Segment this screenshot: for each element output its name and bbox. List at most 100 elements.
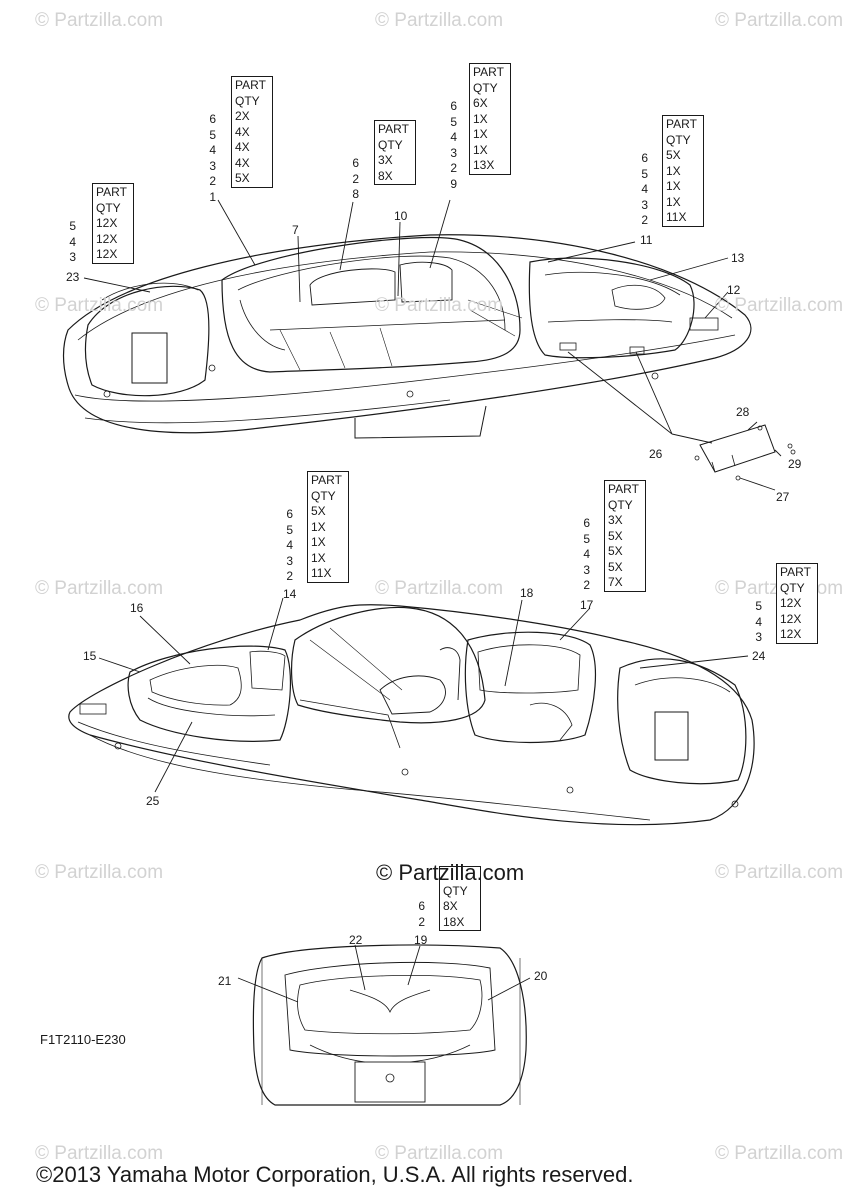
callout-label: 11 [640,233,653,247]
diagram-code: F1T2110-E230 [40,1032,126,1047]
qty-cell: 18X [443,914,465,929]
qty-cell: 1X [666,179,681,193]
table-header-part: PART [473,65,504,79]
table-header-qty: QTY [443,883,468,898]
qty-cell: 12X [96,216,118,230]
part-number: 1 [209,189,216,204]
part-number: 5 [755,599,762,613]
callout-label: 20 [534,969,548,983]
part-number: 5 [286,522,293,537]
part-number-column: 5 4 3 [748,599,762,646]
part-number-column: 6 5 4 3 2 [279,507,293,585]
qty-cell: 4X [235,155,250,170]
qty-cell: 12X [780,596,802,610]
watermark: © Partzilla.com [715,862,843,883]
part-number: 6 [583,516,590,530]
part-number-column: 6 5 4 3 2 9 [443,99,457,192]
callout-label: 19 [414,933,428,947]
table-header-qty: QTY [473,80,498,95]
callout-label: 26 [649,447,663,461]
qty-cell: 5X [311,504,326,518]
qty-cell: 11X [311,566,332,580]
qty-cell: 1X [666,163,681,178]
table-header-qty: QTY [96,200,121,215]
part-number-column: 6 5 4 3 2 [634,151,648,229]
table-header-qty: QTY [780,580,805,595]
part-qty-table: PART QTY 5X 1X 1X 1X 11X [662,115,704,227]
part-number-column: 6 2 [411,899,425,930]
part-number: 2 [286,569,293,583]
callout-label: 23 [66,270,80,284]
callout-label: 15 [83,649,97,663]
table-header-part: PART [780,565,811,579]
part-number: 4 [641,182,648,196]
table-header-qty: QTY [378,137,403,152]
table-header-part: PART [235,78,266,92]
qty-cell: 3X [608,513,623,527]
part-number: 4 [583,547,590,561]
part-number: 5 [641,166,648,181]
table-header-qty: QTY [235,93,260,108]
callout-label: 28 [736,405,750,419]
qty-cell: 12X [780,611,802,626]
callout-label: 27 [776,490,790,504]
watermark: © Partzilla.com [715,1143,843,1164]
watermark: © Partzilla.com [35,10,164,31]
qty-cell: 13X [473,158,495,172]
part-number: 6 [450,99,457,113]
part-number: 3 [286,553,293,568]
part-number: 4 [286,538,293,552]
qty-cell: 5X [608,528,623,543]
callout-label: 18 [520,586,534,600]
part-qty-table: PART QTY 2X 4X 4X 4X 5X [231,76,273,188]
part-number: 2 [583,578,590,592]
part-number: 3 [209,158,216,173]
part-number: 4 [450,130,457,144]
callout-label: 17 [580,598,594,612]
qty-cell: 1X [311,535,326,549]
callout-label: 14 [283,587,297,601]
rear-view-drawing [252,944,527,1106]
leader-lines [83,199,782,1003]
part-number: 5 [450,114,457,129]
watermark: © Partzilla.com [35,578,164,599]
table-header-qty: QTY [608,497,633,512]
part-number-column: 6 5 4 3 2 [576,516,590,594]
watermark: © Partzilla.com [35,862,164,883]
callout-label: 16 [130,601,144,615]
qty-cell: 6X [473,96,488,110]
table-header-part: PART [608,482,639,496]
part-qty-table: PART QTY 3X 5X 5X 5X 7X [604,480,646,592]
part-number: 2 [450,161,457,175]
qty-cell: 12X [96,231,118,246]
part-number-column: 5 4 3 [62,219,76,266]
qty-cell: 4X [235,140,250,154]
table-header-part: PART [666,117,697,131]
watermark: © Partzilla.com [35,295,164,316]
qty-cell: 5X [666,148,681,162]
qty-cell: 1X [666,194,681,209]
qty-cell: 5X [608,559,623,574]
part-number: 3 [69,250,76,264]
part-qty-table: PART QTY 12X 12X 12X [92,183,134,264]
table-header-qty: QTY [666,132,691,147]
qty-cell: 1X [311,550,326,565]
qty-cell: 11X [666,210,687,224]
part-number: 3 [755,630,762,644]
part-qty-table: PART QTY 3X 8X [374,120,416,185]
part-number: 3 [641,197,648,212]
qty-cell: 12X [780,627,802,641]
watermark: © Partzilla.com [375,10,504,31]
part-qty-table: PART QTY 5X 1X 1X 1X 11X [307,471,349,583]
part-number-column: 6 5 4 3 2 1 [202,112,216,205]
watermark: © Partzilla.com [715,10,843,31]
callout-label: 12 [727,283,741,297]
part-number: 2 [209,174,216,188]
part-number: 6 [352,156,359,170]
table-header-part: PART [378,122,409,136]
qty-cell: 8X [378,168,393,183]
callout-label: 13 [731,251,745,265]
part-number: 2 [641,213,648,227]
qty-cell: 12X [96,247,118,261]
